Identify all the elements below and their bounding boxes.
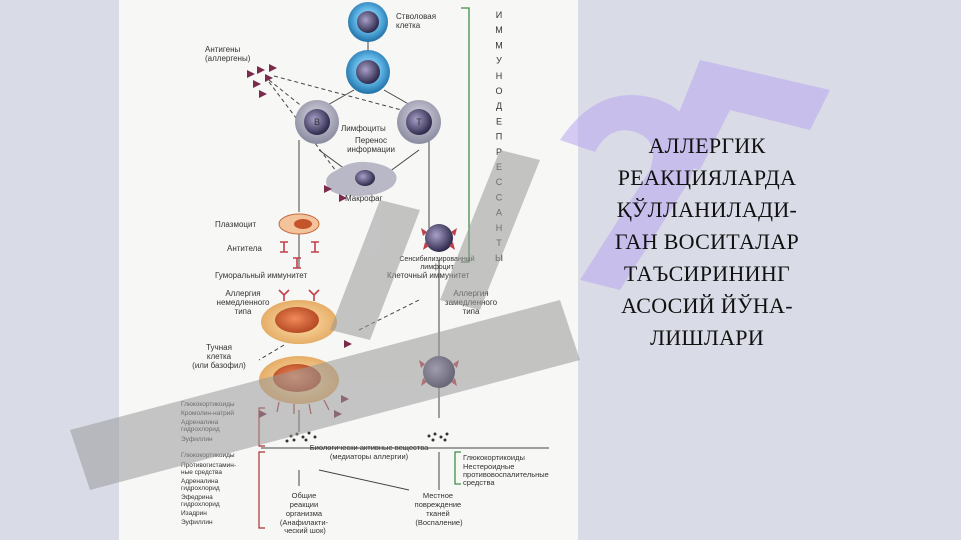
vertical-letter: Н: [496, 71, 503, 81]
vertical-letter: А: [496, 208, 502, 218]
label-right-drugs: Глюкокортикоиды Нестероидные противовосп…: [463, 453, 551, 487]
vertical-letter: Е: [496, 162, 502, 172]
vertical-letter: С: [496, 177, 503, 187]
vertical-letter: Т: [496, 238, 502, 248]
vertical-letter: С: [496, 192, 503, 202]
label-macrophage: Макрофаг: [345, 194, 383, 203]
label-drugs-top: Глюкокортикоиды Кромолин-натрий Адренали…: [181, 401, 236, 443]
title-line-1: АЛЛЕРГИК: [648, 133, 766, 158]
label-cellular: Клеточный иммунитет: [387, 271, 470, 280]
title-line-6: АСОСИЙ ЙЎНА-: [621, 293, 793, 318]
label-plasmocyte: Плазмоцит: [215, 220, 256, 229]
title-line-7: ЛИШЛАРИ: [649, 325, 765, 350]
title-line-4: ГАН ВОСИТАЛАР: [614, 229, 800, 254]
mediator-dots: [285, 431, 449, 443]
label-local: Местное повреждение тканей (Воспаление): [415, 491, 464, 527]
label-humoral: Гуморальный иммунитет: [215, 271, 307, 280]
vertical-letter: П: [496, 132, 502, 142]
title-line-3: ҚЎЛЛАНИЛАДИ-: [616, 197, 798, 222]
title-line-2: РЕАКЦИЯЛАРДА: [617, 165, 797, 190]
vertical-letter: М: [495, 40, 503, 50]
label-t: T: [416, 117, 422, 127]
vertical-letter: Н: [496, 223, 503, 233]
vertical-letter: Р: [496, 147, 502, 157]
label-general: Общие реакции организма (Анафилакти- чес…: [280, 491, 330, 535]
label-antibodies: Антитела: [227, 244, 262, 253]
sensitized-lymphocyte: [425, 224, 453, 252]
label-b: B: [314, 117, 320, 127]
effector-lymphocyte: [423, 356, 455, 388]
label-drugs-bottom: Глюкокортикоиды Противогистамин- ные сре…: [181, 452, 238, 526]
vertical-letter: И: [496, 10, 502, 20]
vertical-letter: Ы: [495, 253, 503, 263]
vertical-letter: Д: [496, 101, 502, 111]
vertical-letter: М: [495, 25, 503, 35]
label-antigens: Антигены(аллергены): [205, 45, 251, 63]
vertical-letter: О: [495, 86, 502, 96]
slide-title: АЛЛЕРГИК РЕАКЦИЯЛАРДА ҚЎЛЛАНИЛАДИ- ГАН В…: [582, 130, 832, 354]
label-mediators: Биологически активные вещества(медиаторы…: [310, 443, 429, 461]
antibodies-icon: [278, 241, 320, 301]
label-lymphocytes: Лимфоциты: [341, 124, 386, 133]
title-line-5: ТАЪСИРИНИНГ: [623, 261, 791, 286]
vertical-letter: Е: [496, 116, 502, 126]
vertical-letter: У: [496, 56, 502, 66]
